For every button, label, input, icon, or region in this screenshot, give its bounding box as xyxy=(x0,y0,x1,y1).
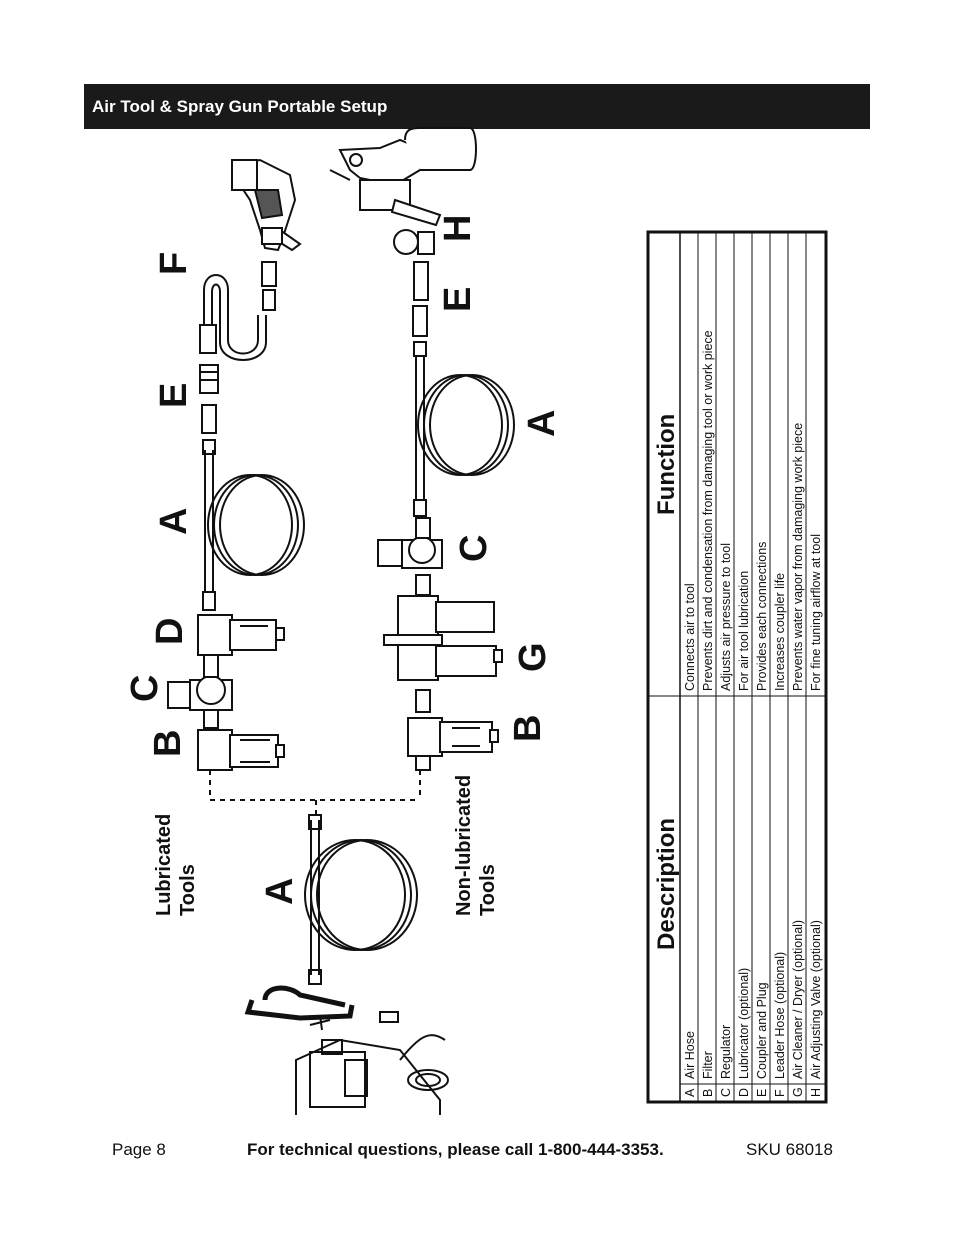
air-hose-main xyxy=(304,814,418,985)
sku-label: SKU 68018 xyxy=(746,1140,833,1159)
table-cell-description: Filter xyxy=(701,1051,715,1079)
coupler-plug-top xyxy=(199,364,219,434)
callout-g: G xyxy=(512,642,554,672)
leader-hose xyxy=(199,261,277,361)
section-title: Air Tool & Spray Gun Portable Setup xyxy=(92,97,388,116)
callout-letters: A B C D A E F B G C A E H xyxy=(124,215,563,905)
callout-c-top: C xyxy=(124,675,166,702)
parts-table: Description Function A Air Hose Connects a… xyxy=(646,230,828,1104)
group-labels: Lubricated Tools Non-lubricated Tools xyxy=(153,775,499,916)
table-cell-description: Lubricator (optional) xyxy=(737,968,751,1079)
table-cell-letter: G xyxy=(791,1087,805,1097)
table-cell-function: Provides each connections xyxy=(755,542,769,691)
table-cell-description: Coupler and Plug xyxy=(755,982,769,1079)
table-cell-description: Leader Hose (optional) xyxy=(773,952,787,1079)
lubricated-label-2: Tools xyxy=(177,864,199,916)
callout-e-top: E xyxy=(153,383,195,408)
air-hose-bottom xyxy=(413,341,515,517)
callout-h: H xyxy=(437,215,479,242)
lubricated-label-1: Lubricated xyxy=(153,814,175,916)
table-cell-letter: H xyxy=(809,1088,823,1097)
callout-a-bottom: A xyxy=(521,410,563,437)
table-cell-function: For air tool lubrication xyxy=(737,571,751,691)
table-header-function: Function xyxy=(653,414,680,515)
table-cell-description: Air Hose xyxy=(683,1031,697,1079)
table-cell-letter: A xyxy=(683,1088,697,1097)
callout-b-bottom: B xyxy=(507,715,549,742)
compressor-illustration xyxy=(244,985,449,1115)
table-header-description: Description xyxy=(653,818,680,950)
nailer-illustration xyxy=(231,158,302,252)
table-cell-function: Adjusts air pressure to tool xyxy=(719,543,733,691)
non-lubricated-row xyxy=(377,517,503,771)
table-cell-function: Prevents water vapor from damaging work … xyxy=(791,423,805,691)
section-header: Air Tool & Spray Gun Portable Setup xyxy=(84,84,870,129)
non-lubricated-label-2: Tools xyxy=(477,864,499,916)
spray-gun-illustration xyxy=(329,127,477,255)
table-cell-letter: D xyxy=(737,1088,751,1097)
table-cell-function: Prevents dirt and condensation from dama… xyxy=(701,330,715,691)
callout-e-bottom: E xyxy=(437,287,479,312)
callout-f: F xyxy=(153,252,195,275)
table-cell-letter: E xyxy=(755,1089,769,1097)
non-lubricated-label-1: Non-lubricated xyxy=(453,775,475,916)
split-line xyxy=(209,770,421,815)
table-cell-description: Regulator xyxy=(719,1025,733,1079)
air-hose-top xyxy=(202,439,305,592)
table-cell-letter: F xyxy=(773,1089,787,1097)
page-number: Page 8 xyxy=(112,1140,166,1159)
table-cell-letter: C xyxy=(719,1088,733,1097)
callout-a-top: A xyxy=(153,508,195,535)
table-cell-description: Air Cleaner / Dryer (optional) xyxy=(791,920,805,1079)
callout-c-bottom: C xyxy=(453,535,495,562)
coupler-plug-bottom xyxy=(412,261,429,337)
callout-a-main: A xyxy=(259,878,301,905)
table-cell-function: Connects air to tool xyxy=(683,583,697,691)
table-cell-letter: B xyxy=(701,1089,715,1097)
callout-d-top: D xyxy=(149,618,191,645)
table-cell-function: Increases coupler life xyxy=(773,573,787,691)
table-cell-description: Air Adjusting Valve (optional) xyxy=(809,920,823,1079)
table-cell-function: For fine tuning airflow at tool xyxy=(809,534,823,691)
callout-b-top: B xyxy=(147,730,189,757)
lubricated-row xyxy=(167,591,285,771)
tech-support-line: For technical questions, please call 1-8… xyxy=(247,1140,664,1159)
